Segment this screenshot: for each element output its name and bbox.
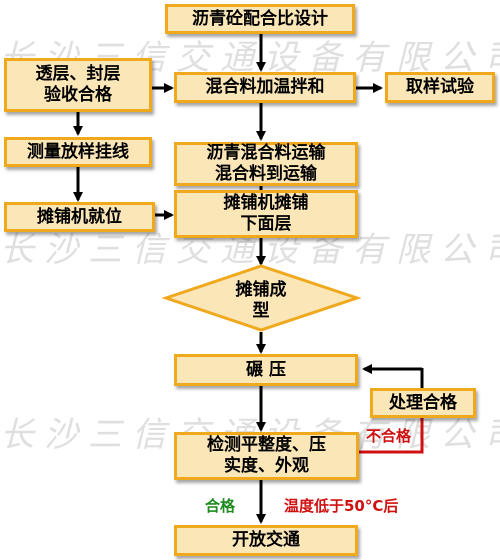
temperature-label: 温度低于50°C后 [284,497,399,515]
step-paving: 摊铺机摊铺 下面层 [174,190,358,238]
decision-diamond [161,264,362,332]
step-transport: 沥青混合料运输 混合料到运输 [174,142,358,186]
step-transport-label: 沥青混合料运输 混合料到运输 [206,143,326,184]
step-accept-label: 透层、封层 验收合格 [35,64,121,105]
step-sample-test: 取样试验 [385,72,495,103]
step-compact-label: 碾 压 [246,359,286,380]
step-mix-heat-label: 混合料加温拌和 [205,77,325,97]
step-open-traffic-label: 开放交通 [232,530,300,550]
step-accept: 透层、封层 验收合格 [4,58,152,112]
fail-label: 不合格 [366,427,412,445]
step-mix-design: 沥青砼配合比设计 [165,4,355,34]
step-treat-label: 处理合格 [389,392,457,413]
step-inspect: 检测平整度、压 实度、外观 [174,432,359,480]
step-formed: 摊铺成 型 [212,280,310,322]
step-formed-label: 摊铺成 型 [235,280,287,321]
step-paving-label: 摊铺机摊铺 下面层 [223,193,309,234]
step-mix-design-label: 沥青砼配合比设计 [192,8,328,29]
step-treat: 处理合格 [370,388,476,418]
step-compact: 碾 压 [174,354,358,386]
rework-line [359,418,424,454]
pass-label: 合格 [205,497,236,515]
step-paver-position-label: 摊铺机就位 [37,206,122,227]
step-survey: 测量放样挂线 [4,137,152,167]
step-mix-heat: 混合料加温拌和 [174,72,356,103]
step-open-traffic: 开放交通 [174,525,358,556]
step-sample-test-label: 取样试验 [406,77,474,97]
step-inspect-label: 检测平整度、压 实度、外观 [207,435,326,476]
step-paver-position: 摊铺机就位 [4,202,155,232]
step-survey-label: 测量放样挂线 [27,141,129,162]
